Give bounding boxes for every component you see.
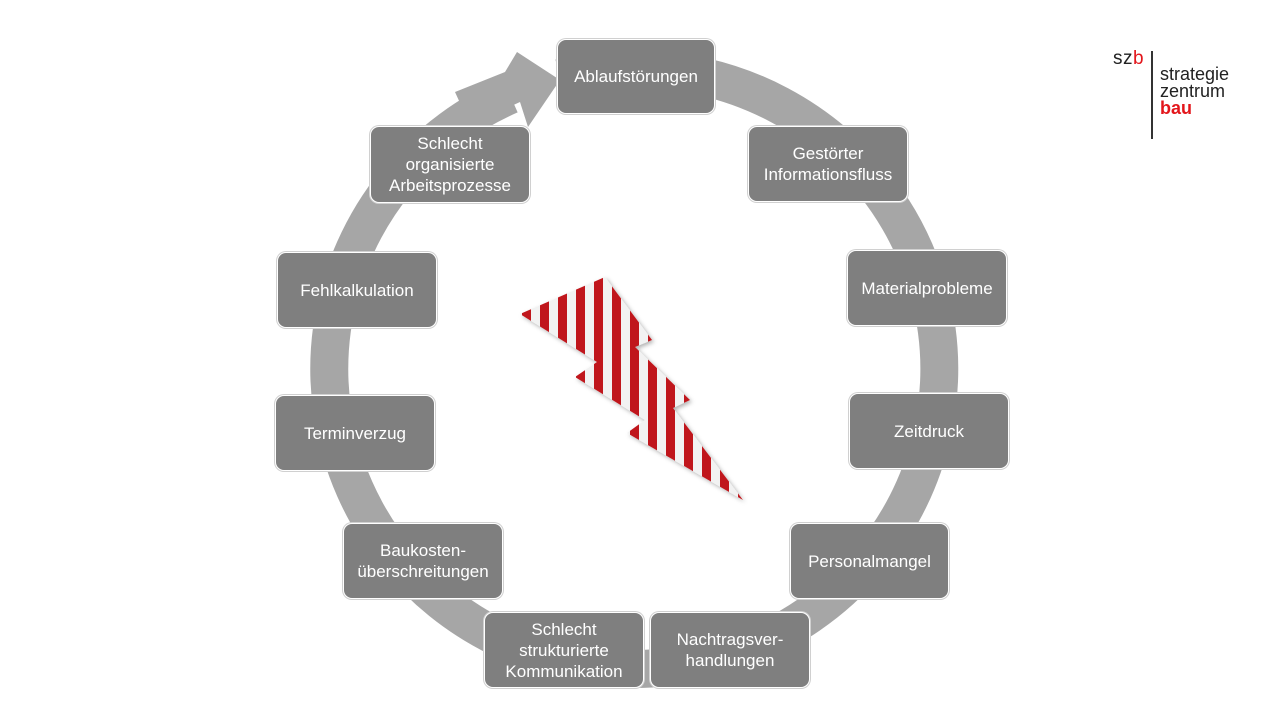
cycle-item-zeitdruck: Zeitdruck [849,393,1009,469]
cycle-item-schlecht-organisierte-arbeitsprozesse: Schlecht organisierte Arbeitsprozesse [370,126,530,203]
cycle-item-schlecht-strukturierte-kommunikation: Schlecht strukturierte Kommunikation [484,612,644,688]
logo-line-bau: bau [1160,98,1193,118]
logo-line-strategie: strategie [1160,64,1230,84]
cycle-item-ablaufstoerungen: Ablaufstörungen [557,39,715,114]
cycle-item-gestoerter-informationsfluss: Gestörter Informationsfluss [748,126,908,202]
logo-words: strategie zentrum bau [1160,64,1230,118]
logo-short-prefix: sz [1113,48,1133,69]
logo-short: szb [1113,48,1144,70]
cycle-item-terminverzug: Terminverzug [275,395,435,471]
lightning-bolt-icon [520,277,743,500]
cycle-item-personalmangel: Personalmangel [790,523,949,599]
cycle-item-nachtragsverhandlungen: Nachtragsver- handlungen [650,612,810,688]
logo-line-zentrum: zentrum [1160,81,1226,101]
cycle-arrowhead-icon [455,52,560,127]
logo-divider [1151,51,1153,139]
logo-short-accent: b [1133,48,1145,69]
cycle-item-materialprobleme: Materialprobleme [847,250,1007,326]
cycle-item-baukostenueberschreitungen: Baukosten- überschreitungen [343,523,503,599]
cycle-item-fehlkalkulation: Fehlkalkulation [277,252,437,328]
